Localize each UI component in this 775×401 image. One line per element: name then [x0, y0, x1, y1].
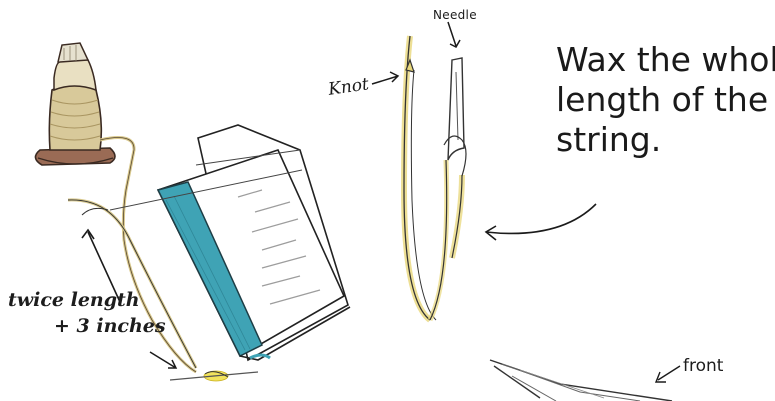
- front-arrow: [656, 366, 680, 382]
- needle-label: Needle: [433, 8, 477, 22]
- front-signature: [490, 360, 672, 401]
- wax-instruction-line-1: Wax the whole: [556, 40, 775, 80]
- wax-instruction: Wax the whole length of the string.: [556, 40, 775, 160]
- instruction-arrow: [486, 204, 596, 240]
- length-note: twice length + 3 inches: [8, 287, 166, 339]
- knot-arrow: [372, 72, 398, 84]
- front-label: front: [683, 356, 723, 376]
- length-note-line-2: + 3 inches: [8, 313, 166, 339]
- length-note-line-1: twice length: [8, 287, 166, 313]
- wax-instruction-line-3: string.: [556, 120, 775, 160]
- wax-instruction-line-2: length of the: [556, 80, 775, 120]
- thread-spool: [35, 43, 115, 165]
- small-pointer-arrow: [150, 352, 176, 368]
- needle-drawing: [444, 58, 466, 176]
- needle-arrow: [448, 22, 460, 47]
- thread-knot-highlight: [170, 371, 258, 381]
